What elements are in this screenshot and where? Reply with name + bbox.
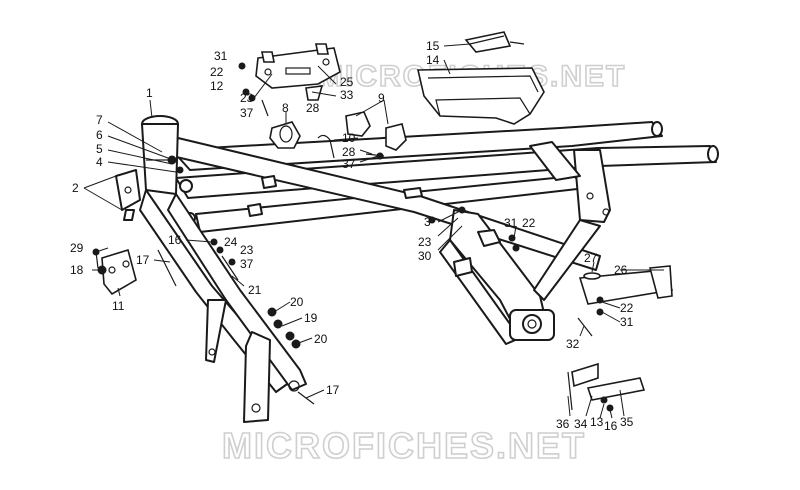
callout-labels: 31 22 12 25 23 33 37 8 9 15 14 1 7 6 5 4… bbox=[70, 39, 634, 433]
callout-21: 21 bbox=[248, 283, 262, 297]
callout-31-battery: 31 bbox=[214, 49, 228, 63]
callout-22-mount: 22 bbox=[620, 301, 634, 315]
callout-16-front: 16 bbox=[168, 233, 182, 247]
callout-5: 5 bbox=[96, 142, 103, 156]
callout-17-lower: 17 bbox=[326, 383, 340, 397]
callout-36: 36 bbox=[556, 417, 570, 431]
callout-27: 27 bbox=[584, 251, 598, 265]
callout-22-rear: 22 bbox=[522, 216, 536, 230]
leader-lines bbox=[83, 43, 664, 419]
callout-20-upper: 20 bbox=[290, 295, 304, 309]
callout-4: 4 bbox=[96, 155, 103, 169]
callout-19: 19 bbox=[304, 311, 318, 325]
callout-2: 2 bbox=[72, 181, 79, 195]
callout-6: 6 bbox=[96, 128, 103, 142]
callout-8: 8 bbox=[282, 101, 289, 115]
callout-1: 1 bbox=[146, 86, 153, 100]
callout-9: 9 bbox=[378, 91, 385, 105]
callout-32: 32 bbox=[566, 337, 580, 351]
callout-30: 30 bbox=[418, 249, 432, 263]
watermark-bottom: MICROFICHES.NET bbox=[222, 425, 586, 466]
callout-31-rear: 31 bbox=[504, 216, 518, 230]
callout-15: 15 bbox=[426, 39, 440, 53]
callout-26: 26 bbox=[614, 263, 628, 277]
callout-22-battery: 22 bbox=[210, 65, 224, 79]
callout-16-rear: 16 bbox=[604, 419, 618, 433]
callout-24: 24 bbox=[224, 235, 238, 249]
callout-23-battery: 23 bbox=[240, 91, 254, 105]
callout-23-rear: 23 bbox=[418, 235, 432, 249]
callout-11: 11 bbox=[112, 299, 125, 313]
callout-7: 7 bbox=[96, 113, 103, 127]
callout-23-front: 23 bbox=[240, 243, 254, 257]
battery-bracket bbox=[255, 43, 341, 101]
callout-37-mid: 37 bbox=[342, 157, 356, 171]
callout-12: 12 bbox=[210, 79, 224, 93]
callout-13: 13 bbox=[590, 415, 604, 429]
callout-31-mount: 31 bbox=[620, 315, 634, 329]
callout-28-top: 28 bbox=[306, 101, 320, 115]
callout-20-lower: 20 bbox=[314, 332, 328, 346]
callout-35: 35 bbox=[620, 415, 634, 429]
main-frame bbox=[115, 115, 719, 423]
callout-34: 34 bbox=[574, 417, 588, 431]
callout-18: 18 bbox=[70, 263, 84, 277]
callout-25: 25 bbox=[340, 75, 354, 89]
callout-28-mid: 28 bbox=[342, 145, 356, 159]
rubber-mounts bbox=[269, 111, 407, 159]
hardware-bolts bbox=[92, 62, 674, 412]
callout-33: 33 bbox=[340, 88, 354, 102]
battery-tray bbox=[416, 31, 545, 125]
callout-17-upper: 17 bbox=[136, 253, 150, 267]
callout-37-battery: 37 bbox=[240, 106, 254, 120]
callout-10: 10 bbox=[342, 131, 356, 145]
callout-3: 3 bbox=[424, 215, 431, 229]
callout-37-front: 37 bbox=[240, 257, 254, 271]
callout-14: 14 bbox=[426, 53, 440, 67]
callout-29: 29 bbox=[70, 241, 84, 255]
